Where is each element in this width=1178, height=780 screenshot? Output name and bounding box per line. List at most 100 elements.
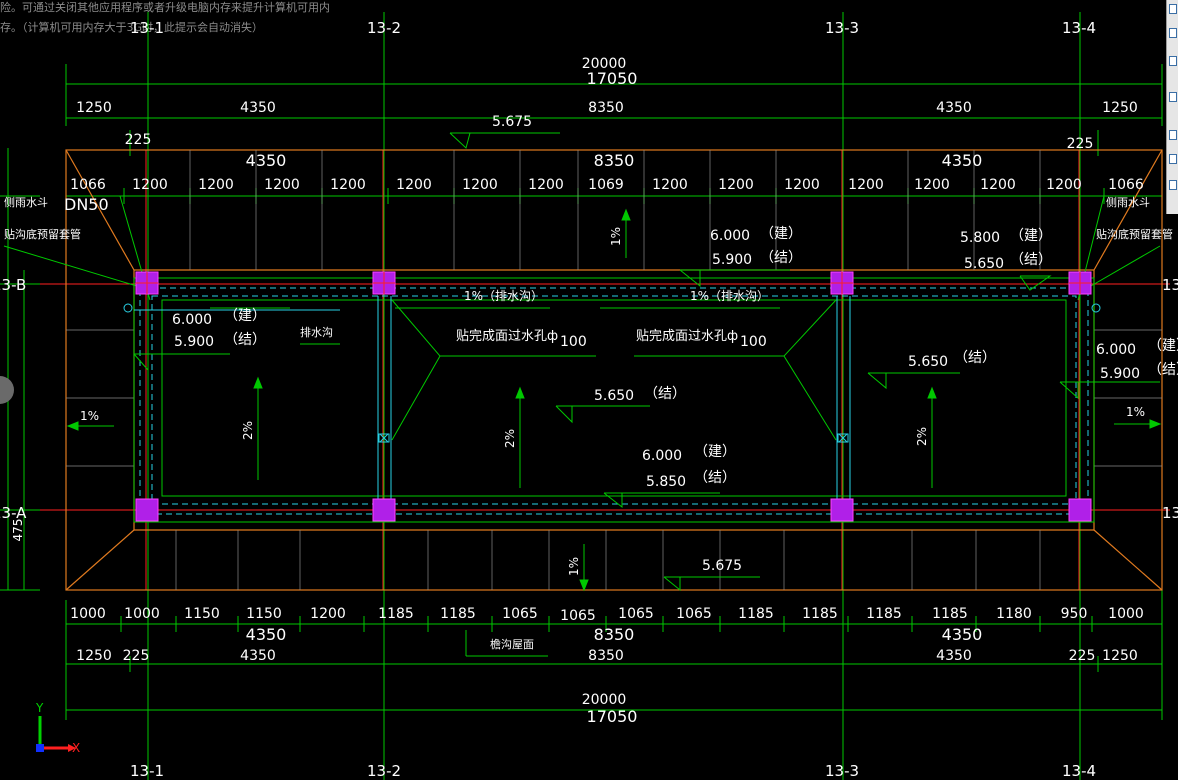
- axis-label-top-4: 13-4: [1062, 19, 1096, 37]
- note-slope-left: 1%: [80, 409, 99, 423]
- dim-rafter-bottom: 1065: [676, 606, 712, 622]
- note-center-low-jie: （结）: [694, 470, 736, 486]
- elev-right-top-jian: 5.800: [960, 230, 1000, 246]
- dim-rafter-bottom: 1000: [124, 606, 160, 622]
- dim-rafter-top: 1200: [132, 177, 168, 193]
- note-center-top-jie: （结）: [760, 250, 802, 266]
- ucs-icon: [36, 716, 76, 752]
- ucs-x-label: X: [72, 741, 80, 755]
- elev-center-top-jie: 5.900: [712, 252, 752, 268]
- note-hole-100-left: 100: [560, 334, 587, 350]
- note-center-top-jian: （建）: [760, 226, 802, 242]
- note-sleeve-left: 贴沟底预留套管: [4, 227, 81, 241]
- toolbar-button[interactable]: [1169, 4, 1177, 14]
- toolbar-button[interactable]: [1169, 56, 1177, 66]
- dim-rafter-top: 1066: [70, 177, 106, 193]
- elev-center-top-jian: 6.000: [710, 228, 750, 244]
- dim-rafter-bottom: 1150: [246, 606, 282, 622]
- note-center-low-jian: （建）: [694, 444, 736, 460]
- dim-rafter-bottom: 1185: [932, 606, 968, 622]
- note-eave: 檐沟屋面: [490, 637, 534, 651]
- toolbar-button[interactable]: [1169, 154, 1177, 164]
- elev-right-top-jie: 5.650: [964, 256, 1004, 272]
- elev-far-right-jian: 6.000: [1096, 342, 1136, 358]
- elev-center-mid-jie: 5.650: [594, 388, 634, 404]
- note-slope-vertical-top: 1%: [609, 227, 623, 246]
- right-toolbar[interactable]: [1166, 0, 1178, 214]
- dim-rafter-bottom: 950: [1061, 606, 1088, 622]
- elev-left-jian: 6.000: [172, 312, 212, 328]
- axis-bubble-left: [0, 376, 14, 404]
- dim-bottom-seg-4: 8350: [588, 648, 624, 664]
- dim-bottom-seg-1: 1250: [76, 648, 112, 664]
- axis-label-bottom-2: 13-2: [367, 762, 401, 780]
- roof-outline: [65, 149, 1163, 591]
- slope-arrows: [66, 208, 1162, 592]
- axis-label-top-2: 13-2: [367, 19, 401, 37]
- axis-label-bottom-3: 13-3: [825, 762, 859, 780]
- dim-top-seg-3: 8350: [588, 100, 624, 116]
- dim-top-seg-1: 1250: [76, 100, 112, 116]
- dim-rafter-top: 1200: [652, 177, 688, 193]
- dim-rafter-top: 1200: [1046, 177, 1082, 193]
- dim-rafter-top: 1200: [528, 177, 564, 193]
- dim-rafter-top: 1200: [718, 177, 754, 193]
- dim-rafter-top: 1200: [396, 177, 432, 193]
- callout-lines: [465, 630, 548, 657]
- dim-rafter-bottom: 1065: [502, 606, 538, 622]
- elevation-markers: [133, 132, 1160, 592]
- dim-top-225-right: 225: [1067, 136, 1094, 152]
- elev-center-low-jie: 5.850: [646, 474, 686, 490]
- pipe-markers: [123, 303, 1101, 443]
- note-dn50: DN50: [64, 195, 109, 214]
- dim-rafter-top: 1069: [588, 177, 624, 193]
- toolbar-button[interactable]: [1169, 92, 1177, 102]
- dim-rafter-top: 1200: [980, 177, 1016, 193]
- note-far-right-jian: （建）: [1148, 338, 1178, 354]
- dim-bottom-inner-3: 4350: [942, 625, 983, 644]
- dim-rafter-bottom: 1065: [618, 606, 654, 622]
- note-slope-2-left: 2%: [241, 421, 255, 440]
- dim-rafter-bottom: 1180: [996, 606, 1032, 622]
- toolbar-button[interactable]: [1169, 180, 1177, 190]
- dim-top-inner-3: 4350: [942, 151, 983, 170]
- dim-top-seg-4: 4350: [936, 100, 972, 116]
- dim-bottom-seg-5: 4350: [936, 648, 972, 664]
- dim-top-seg-2: 4350: [240, 100, 276, 116]
- note-slope-2-right: 2%: [915, 427, 929, 446]
- dim-bottom-seg-2: 225: [123, 648, 150, 664]
- dim-bottom-seg-3: 4350: [240, 648, 276, 664]
- elev-right-inner-jie: 5.650: [908, 354, 948, 370]
- axis-label-bottom-4: 13-4: [1062, 762, 1096, 780]
- note-rain-hopper-right: 侧雨水斗: [1106, 196, 1150, 209]
- note-sleeve-right: 贴沟底预留套管: [1096, 227, 1173, 241]
- dim-rafter-top: 1200: [198, 177, 234, 193]
- dim-top-inner-2: 8350: [594, 151, 635, 170]
- dim-rafter-bottom: 1065: [560, 608, 596, 624]
- note-slope-ditch-right: 1%（排水沟）: [690, 289, 769, 303]
- note-rain-hopper-left: 侧雨水斗: [4, 196, 48, 209]
- dim-rafter-top: 1200: [784, 177, 820, 193]
- dim-rafter-top: 1200: [330, 177, 366, 193]
- toolbar-button[interactable]: [1169, 28, 1177, 38]
- dim-rafter-bottom: 1185: [378, 606, 414, 622]
- gutter-dashed-lines: [139, 287, 1089, 515]
- dim-rafter-bottom: 1185: [802, 606, 838, 622]
- note-overflow-left: 贴完成面过水孔ф: [456, 329, 558, 344]
- dim-rafter-top: 1066: [1108, 177, 1144, 193]
- axis-label-bottom-1: 13-1: [130, 762, 164, 780]
- dim-rafter-bottom: 1185: [440, 606, 476, 622]
- note-right-inner-jie: （结）: [954, 350, 996, 366]
- dim-rafter-bottom: 1185: [738, 606, 774, 622]
- memory-warning-line-2: 存。（计算机可用内存大于3G时，此提示会自动消失）: [0, 21, 264, 34]
- elev-far-right-jie: 5.900: [1100, 366, 1140, 382]
- dim-left-475: 475: [11, 519, 25, 542]
- dim-rafter-top: 1200: [848, 177, 884, 193]
- axis-label-top-3: 13-3: [825, 19, 859, 37]
- axis-label-right-a: 13: [1162, 504, 1178, 522]
- toolbar-button[interactable]: [1169, 130, 1177, 140]
- dim-rafter-top: 1200: [462, 177, 498, 193]
- dim-top-seg-5: 1250: [1102, 100, 1138, 116]
- axis-grid-lines: [147, 12, 1081, 780]
